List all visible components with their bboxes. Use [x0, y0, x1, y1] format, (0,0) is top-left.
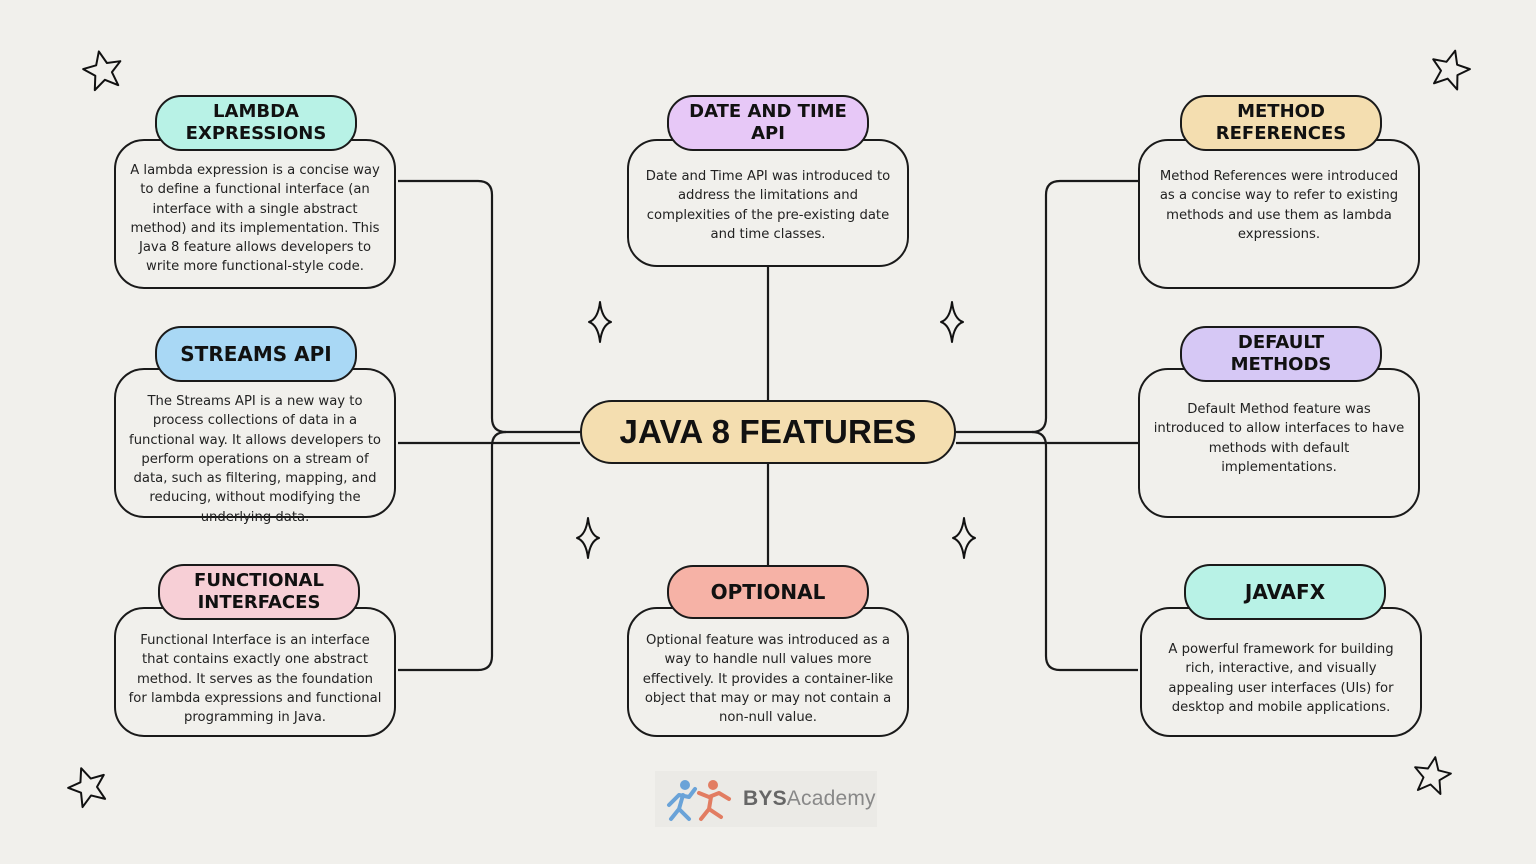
functional-interfaces-title: FUNCTIONAL INTERFACES — [158, 564, 360, 620]
star-icon — [1432, 49, 1471, 91]
bys-academy-logo: BYSAcademy — [655, 771, 877, 827]
logo-academy: Academy — [786, 787, 876, 810]
star-icon — [1414, 756, 1452, 795]
star-icon — [67, 767, 107, 809]
star-icon — [82, 50, 122, 92]
lambda-expressions-description: A lambda expression is a concise way to … — [130, 163, 380, 275]
sparkle-icon — [576, 517, 600, 559]
date-time-api-title: DATE AND TIME API — [667, 95, 869, 151]
functional-interfaces-description: Functional Interface is an interface tha… — [128, 633, 382, 726]
people-logo-icon — [667, 780, 731, 821]
default-methods-description: Default Method feature was introduced to… — [1153, 402, 1405, 475]
javafx-card: A powerful framework for building rich, … — [1140, 607, 1422, 737]
sparkle-icon — [588, 301, 612, 343]
javafx-title: JAVAFX — [1184, 564, 1386, 620]
logo-wordmark: BYSAcademy — [743, 787, 876, 811]
default-methods-card: Default Method feature was introduced to… — [1138, 368, 1420, 518]
streams-api-card: The Streams API is a new way to process … — [114, 368, 396, 525]
default-methods-title: DEFAULT METHODS — [1180, 326, 1382, 382]
optional-title: OPTIONAL — [667, 565, 869, 619]
functional-interfaces-card: Functional Interface is an interface tha… — [114, 607, 396, 737]
method-references-title: METHOD REFERENCES — [1180, 95, 1382, 151]
lambda-expressions-title: LAMBDA EXPRESSIONS — [155, 95, 357, 151]
sparkle-icon — [952, 517, 976, 559]
streams-api-description: The Streams API is a new way to process … — [129, 394, 381, 525]
central-topic: JAVA 8 FEATURES — [580, 400, 956, 464]
javafx-description: A powerful framework for building rich, … — [1168, 642, 1394, 715]
optional-description: Optional feature was introduced as a way… — [642, 633, 894, 726]
logo-bys: BYS — [743, 787, 787, 810]
streams-api-title: STREAMS API — [155, 326, 357, 382]
method-references-card: Method References were introduced as a c… — [1138, 139, 1420, 289]
lambda-expressions-card: A lambda expression is a concise way to … — [114, 139, 396, 289]
optional-card: Optional feature was introduced as a way… — [627, 607, 909, 737]
date-time-api-description: Date and Time API was introduced to addr… — [645, 169, 891, 242]
date-time-api-card: Date and Time API was introduced to addr… — [627, 139, 909, 267]
method-references-description: Method References were introduced as a c… — [1159, 169, 1399, 242]
sparkle-icon — [940, 301, 964, 343]
